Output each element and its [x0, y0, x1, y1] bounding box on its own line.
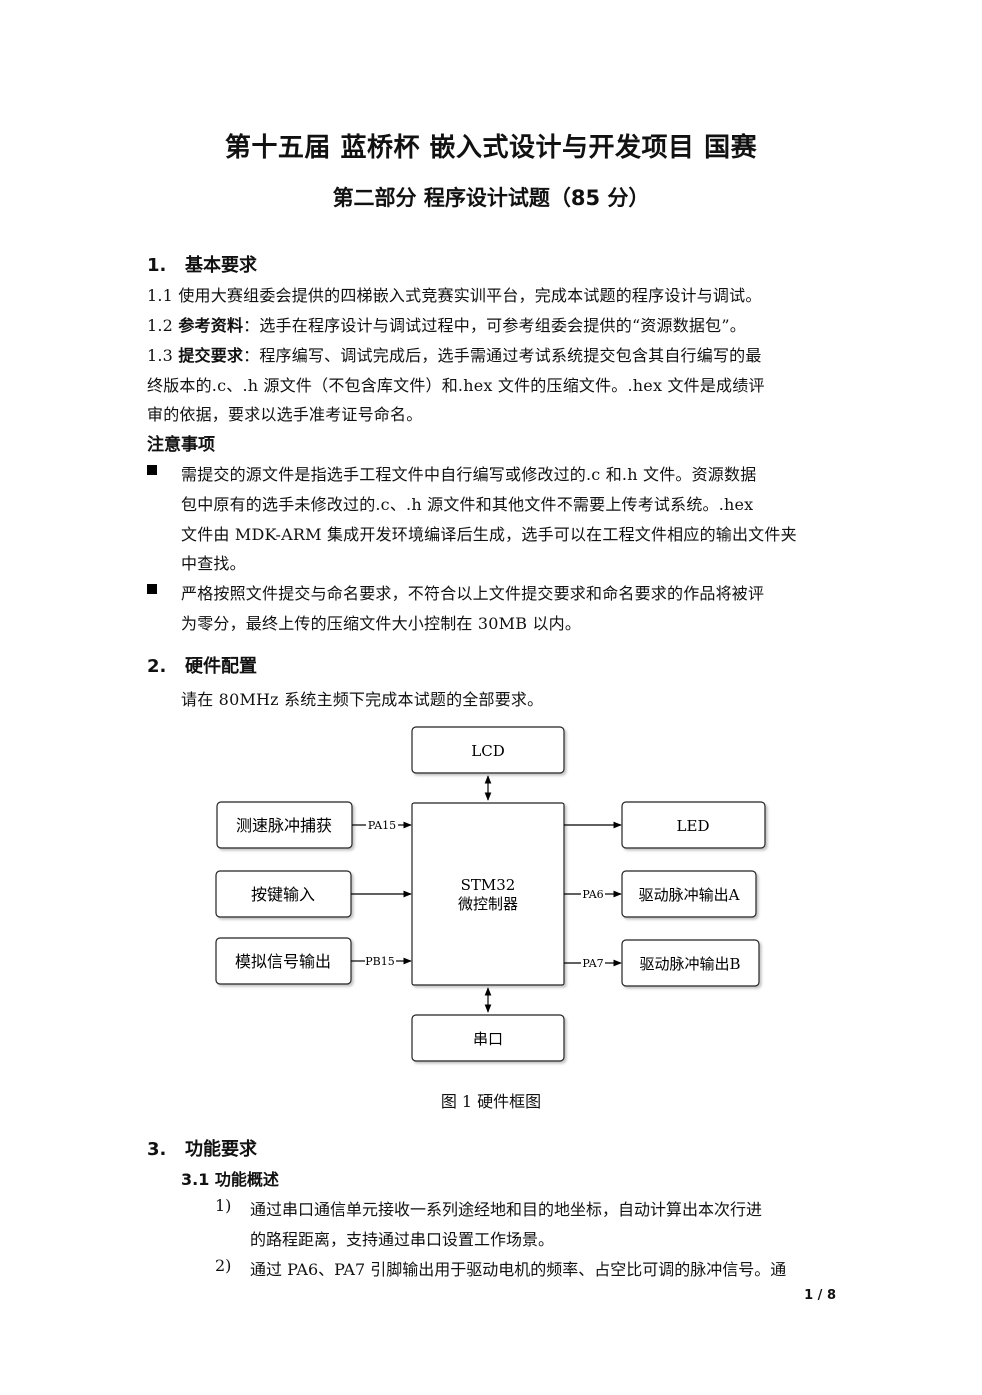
mcu-box — [411, 802, 565, 986]
item-1-line-2: 的路程距离，支持通过串口设置工作场景。 — [250, 1230, 555, 1249]
pulse-out-a-box — [621, 870, 757, 918]
req-1-3-line-3: 审的依据，要求以选手准考证号命名。 — [147, 405, 423, 424]
req-1-3: 1.3 提交要求：程序编写、调试完成后，选手需通过考试系统提交包含其自行编写的最 — [147, 342, 837, 366]
req-1-2-label: 参考资料 — [178, 316, 244, 335]
section-2-title: 硬件配置 — [185, 656, 257, 677]
section-2-number: 2. — [147, 656, 167, 677]
pulse-out-b-label: 驱动脉冲输出B — [639, 955, 740, 973]
led-box — [621, 801, 766, 849]
note-1-line-1: 需提交的源文件是指选手工程文件中自行编写或修改过的.c 和.h 文件。资源数据 — [181, 465, 757, 484]
pa7-label: PA7 — [582, 957, 603, 970]
lcd-box — [411, 726, 565, 774]
item-2-line-1: 通过 PA6、PA7 引脚输出用于驱动电机的频率、占空比可调的脉冲信号。通 — [250, 1260, 787, 1279]
hardware-note: 请在 80MHz 系统主频下完成本试题的全部要求。 — [181, 690, 544, 709]
req-1-3-line-2: 终版本的.c、.h 源文件（不包含库文件）和.hex 文件的压缩文件。.hex … — [147, 376, 765, 395]
speed-capture-label: 测速脉冲捕获 — [236, 816, 332, 835]
note-2-line-1: 严格按照文件提交与命名要求，不符合以上文件提交要求和命名要求的作品将被评 — [181, 584, 765, 603]
notes-heading: 注意事项 — [147, 435, 215, 455]
item-2-number: 2) — [215, 1256, 232, 1275]
lcd-label: LCD — [471, 742, 504, 760]
uart-box — [411, 1014, 565, 1062]
req-1-3-prefix: 1.3 — [147, 346, 179, 365]
subsection-3-1-heading: 3.1 功能概述 — [181, 1170, 279, 1189]
figure-caption: 图 1 硬件框图 — [440, 1092, 542, 1111]
section-1-number: 1. — [147, 255, 167, 276]
page-subtitle: 第二部分 程序设计试题（85 分） — [332, 186, 650, 210]
pulse-out-b-box — [621, 939, 760, 987]
key-input-label: 按键输入 — [251, 885, 315, 904]
item-1-number: 1) — [215, 1196, 232, 1215]
pa6-label: PA6 — [582, 888, 603, 901]
req-1-3-text: ：程序编写、调试完成后，选手需通过考试系统提交包含其自行编写的最 — [243, 346, 762, 365]
note-1-line-3: 文件由 MDK-ARM 集成开发环境编译后生成，选手可以在工程文件相应的输出文件… — [181, 525, 797, 544]
req-1-2-text: ：选手在程序设计与调试过程中，可参考组委会提供的“资源数据包”。 — [243, 316, 746, 335]
req-1-1: 1.1 使用大赛组委会提供的四梯嵌入式竞赛实训平台，完成本试题的程序设计与调试。 — [147, 286, 762, 305]
analog-output-label: 模拟信号输出 — [235, 952, 331, 971]
pulse-out-a-label: 驱动脉冲输出A — [639, 886, 740, 904]
led-label: LED — [677, 817, 710, 835]
note-1-line-2: 包中原有的选手未修改过的.c、.h 源文件和其他文件不需要上传考试系统。.hex — [181, 495, 754, 514]
item-1-line-1: 通过串口通信单元接收一系列途经地和目的地坐标，自动计算出本次行进 — [250, 1200, 763, 1219]
page-title: 第十五届 蓝桥杯 嵌入式设计与开发项目 国赛 — [224, 133, 758, 163]
section-1-title: 基本要求 — [185, 255, 257, 276]
note-1-line-4: 中查找。 — [181, 554, 246, 573]
uart-label: 串口 — [473, 1030, 503, 1048]
section-3-title: 功能要求 — [185, 1139, 257, 1160]
note-2-line-2: 为零分，最终上传的压缩文件大小控制在 30MB 以内。 — [181, 614, 582, 633]
mcu-label-line-1: STM32 — [461, 876, 516, 894]
section-3-heading: 3. 功能要求 — [147, 1135, 257, 1161]
page-number: 1 / 8 — [804, 1288, 836, 1303]
pb15-label: PB15 — [365, 955, 394, 968]
req-1-3-label: 提交要求 — [178, 346, 244, 365]
section-2-heading: 2. 硬件配置 — [147, 652, 257, 678]
req-1-2: 1.2 参考资料：选手在程序设计与调试过程中，可参考组委会提供的“资源数据包”。 — [147, 312, 837, 336]
mcu-label-line-2: 微控制器 — [458, 895, 518, 913]
req-1-2-prefix: 1.2 — [147, 316, 179, 335]
pa15-label: PA15 — [368, 819, 396, 832]
section-1-heading: 1. 基本要求 — [147, 251, 257, 277]
section-3-number: 3. — [147, 1139, 167, 1160]
